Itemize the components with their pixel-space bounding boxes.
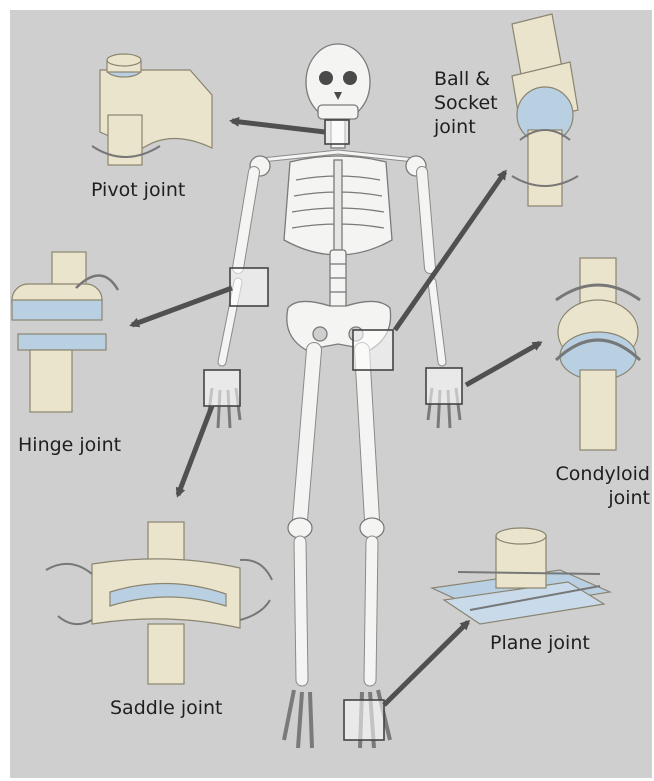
box-elbow [230,268,268,306]
box-wrist-right [426,368,462,404]
arrow-to-plane [384,622,468,705]
label-pivot-joint: Pivot joint [91,179,185,202]
label-saddle-joint: Saddle joint [110,697,223,720]
box-ankle [344,700,384,740]
arrow-to-condyloid [466,343,540,385]
hinge-joint-model [12,252,118,412]
condyloid-joint-model [556,258,640,450]
ball-socket-joint-model [512,14,578,206]
label-condyloid-joint: Condyloid joint [532,463,650,511]
arrow-to-pivot [232,121,325,132]
pivot-joint-model [92,54,212,165]
skeleton [208,44,460,748]
label-ball-socket-joint: Ball & Socket joint [434,68,514,139]
box-hip [353,330,393,370]
plane-joint-model [432,528,610,624]
saddle-joint-model [46,522,272,684]
arrow-to-hinge [132,288,232,325]
box-neck [325,120,349,144]
label-plane-joint: Plane joint [490,632,590,655]
arrow-to-ball-socket [395,172,505,330]
arrow-to-saddle [178,406,212,495]
label-hinge-joint: Hinge joint [18,434,121,457]
lumbar-spine [330,250,346,308]
box-wrist-left [204,370,240,406]
